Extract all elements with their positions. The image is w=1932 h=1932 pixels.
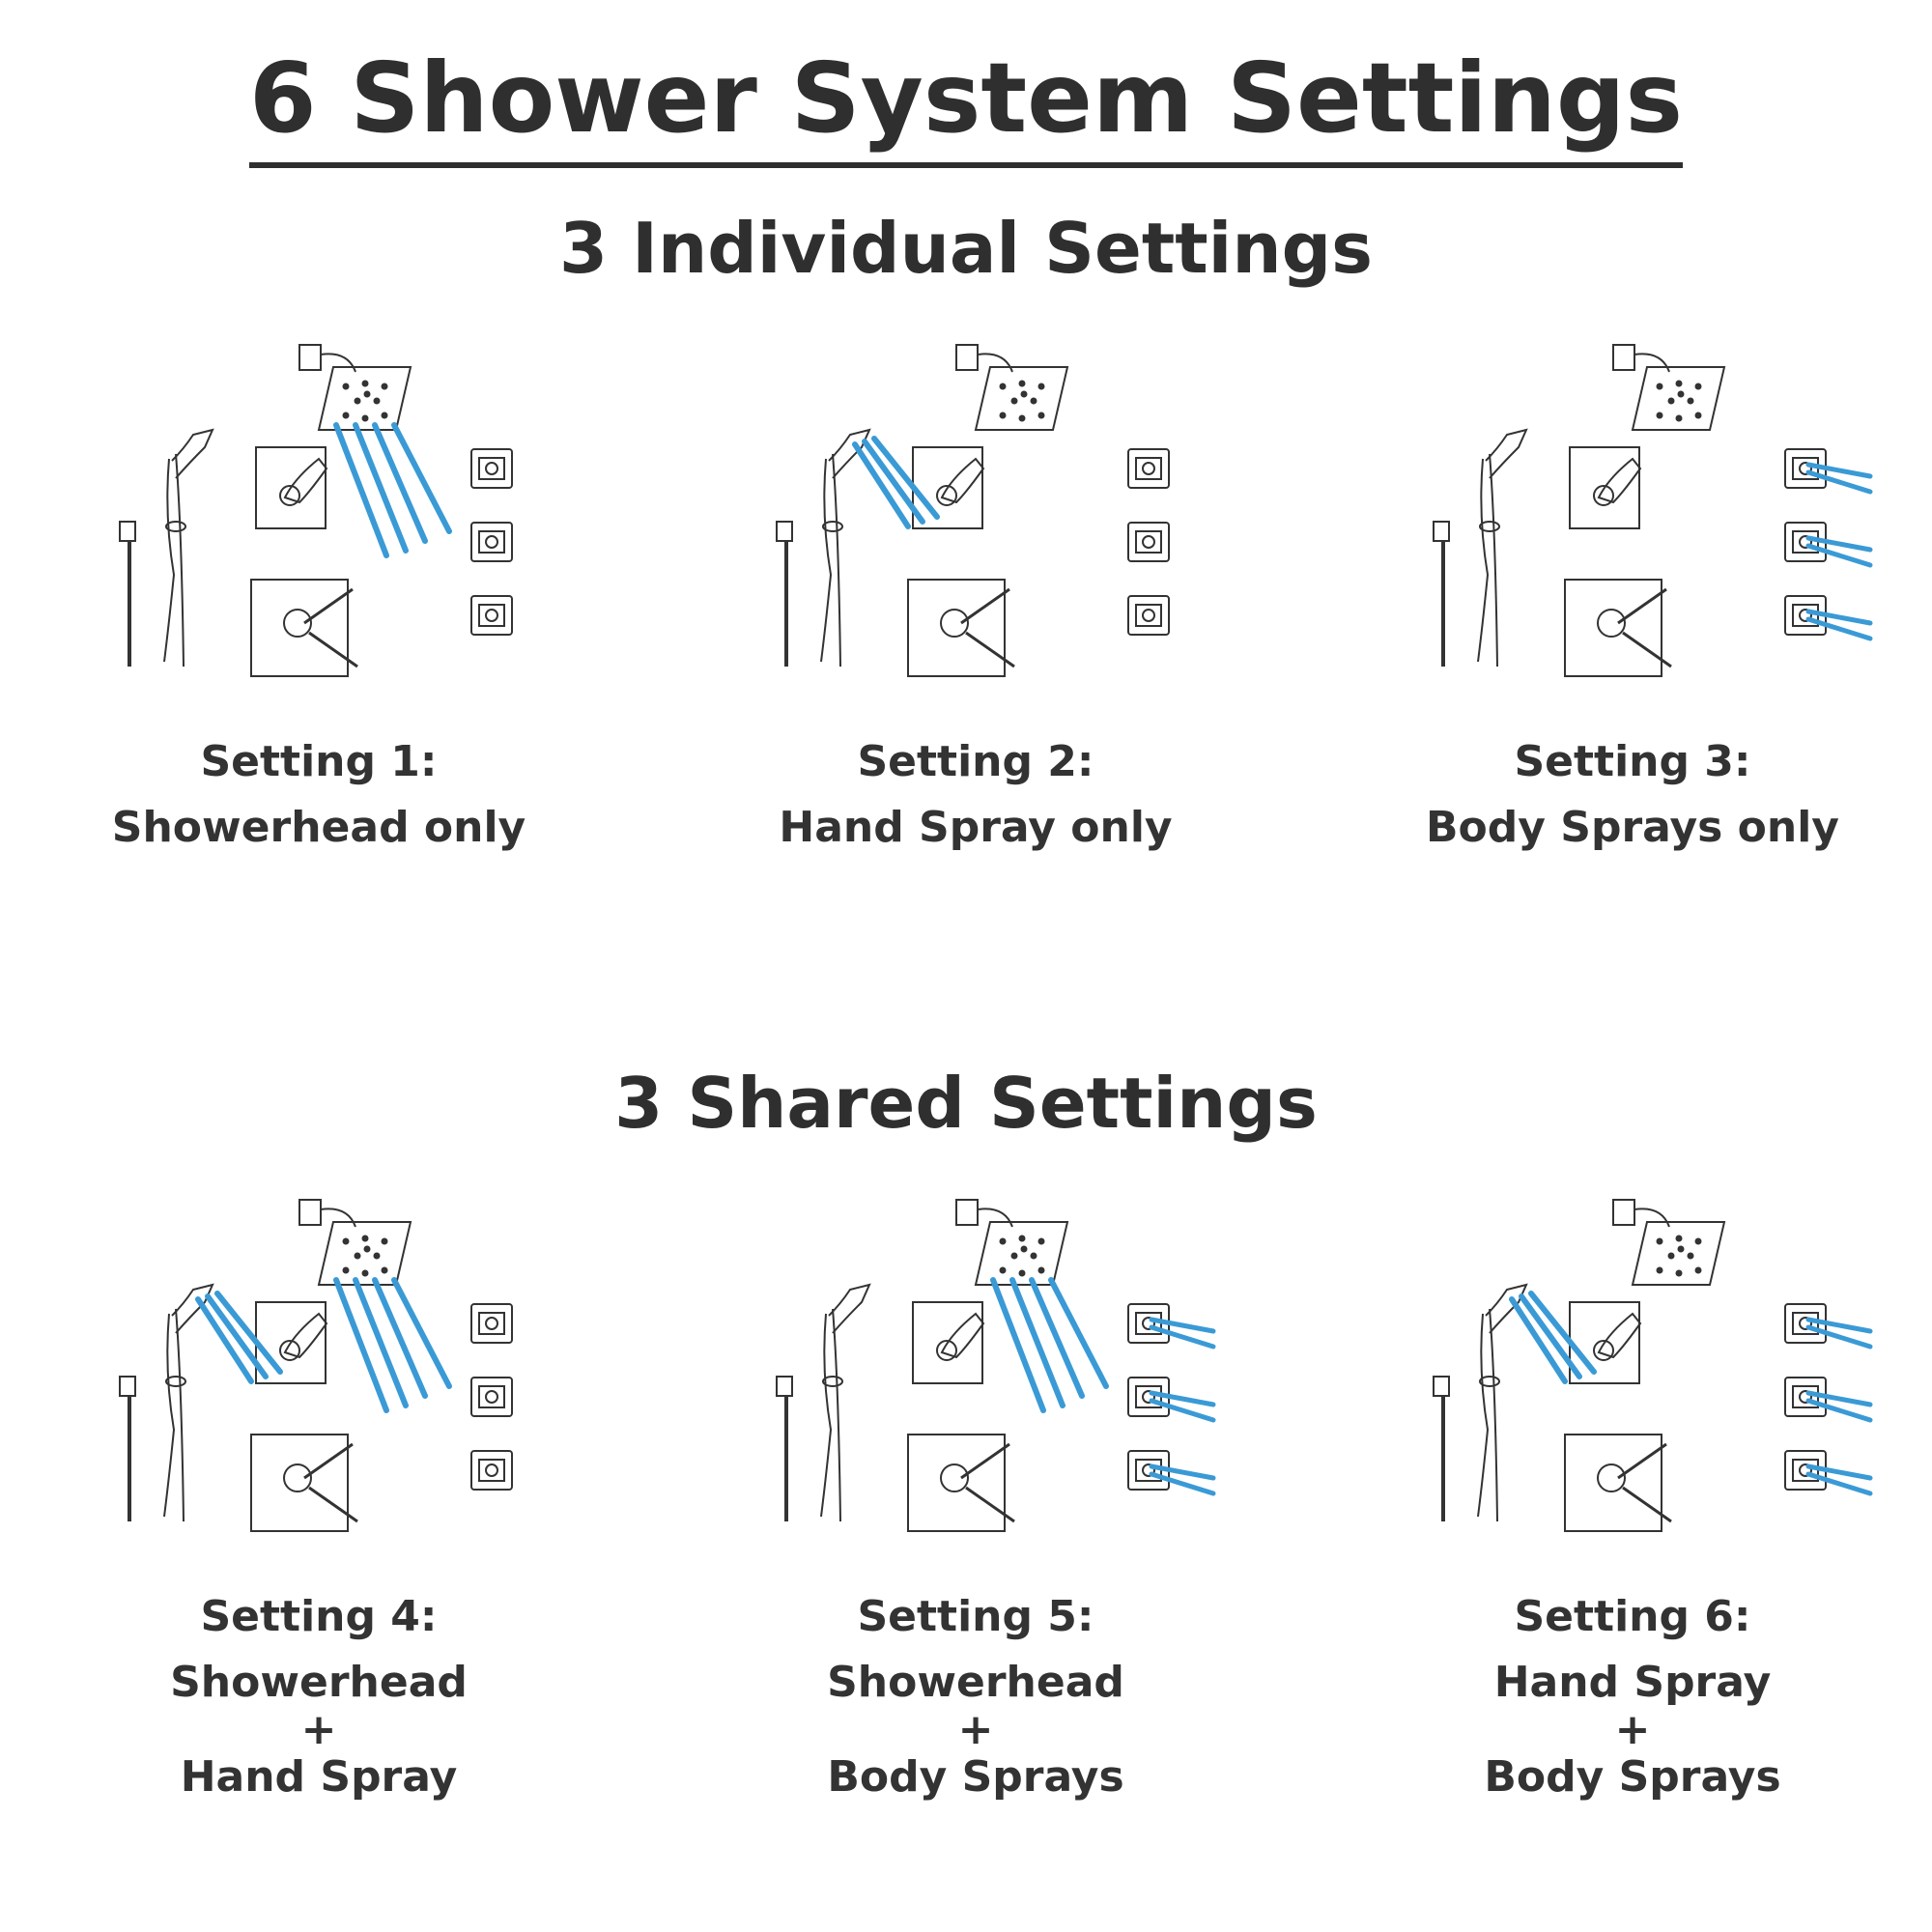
diverter-valve-icon — [907, 579, 1015, 677]
setting-5-line-1: Showerhead — [827, 1658, 1124, 1707]
volume-control-icon — [1569, 1301, 1642, 1384]
volume-control-icon — [255, 1301, 328, 1384]
hand-spray-icon — [776, 428, 871, 668]
hand-spray-icon — [119, 1283, 214, 1522]
setting-5-line-2: Body Sprays — [827, 1752, 1124, 1802]
hand-spray-icon — [1433, 1283, 1528, 1522]
setting-3-caption: Setting 3: Body Sprays only — [1362, 729, 1903, 861]
setting-4-diagram — [119, 1199, 513, 1532]
diverter-valve-icon — [1564, 1434, 1672, 1532]
body-spray-streams — [1805, 462, 1873, 641]
hand-spray-icon — [119, 428, 214, 668]
showerhead-icon — [298, 1199, 412, 1286]
showerhead-icon — [955, 344, 1069, 431]
setting-6-caption: Setting 6: Hand Spray + Body Sprays — [1362, 1584, 1903, 1810]
diverter-valve-icon — [907, 1434, 1015, 1532]
body-spray-icon — [470, 522, 513, 562]
setting-4-line-2: Hand Spray — [180, 1752, 458, 1802]
showerhead-spray-streams — [333, 1277, 452, 1413]
hand-spray-streams — [852, 436, 940, 529]
page-title: 6 Shower System Settings — [0, 41, 1932, 168]
showerhead-spray-streams — [333, 422, 452, 558]
hand-spray-streams — [195, 1291, 283, 1384]
setting-6-diagram — [1433, 1199, 1873, 1532]
diverter-valve-icon — [250, 1434, 358, 1532]
body-spray-icon — [1127, 522, 1170, 562]
showerhead-icon — [1612, 344, 1726, 431]
body-spray-streams — [1805, 1317, 1873, 1496]
showerhead-icon — [955, 1199, 1069, 1286]
setting-2-label: Setting 2: — [857, 737, 1094, 786]
diverter-valve-icon — [250, 579, 358, 677]
setting-1-line-1: Showerhead only — [111, 803, 526, 852]
volume-control-icon — [912, 1301, 985, 1384]
setting-6-line-1: Hand Spray — [1493, 1658, 1772, 1707]
section-title-shared: 3 Shared Settings — [614, 1063, 1318, 1144]
showerhead-icon — [298, 344, 412, 431]
diverter-valve-icon — [1564, 579, 1672, 677]
setting-3-label: Setting 3: — [1514, 737, 1751, 786]
setting-5-caption: Setting 5: Showerhead + Body Sprays — [705, 1584, 1246, 1810]
setting-1-diagram — [119, 344, 513, 677]
setting-2-line-1: Hand Spray only — [779, 803, 1173, 852]
body-spray-icon — [470, 1450, 513, 1491]
setting-2-diagram — [776, 344, 1170, 677]
volume-control-icon — [1569, 446, 1642, 529]
setting-4-line-1: Showerhead — [170, 1658, 468, 1707]
showerhead-spray-streams — [990, 1277, 1109, 1413]
volume-control-icon — [912, 446, 985, 529]
page-title-text: 6 Shower System Settings — [248, 41, 1684, 168]
body-spray-icon — [470, 448, 513, 489]
hand-spray-streams — [1509, 1291, 1597, 1384]
setting-1-label: Setting 1: — [200, 737, 438, 786]
setting-6-plus: + — [1614, 1705, 1651, 1754]
setting-5-plus: + — [957, 1705, 994, 1754]
setting-3-diagram — [1433, 344, 1873, 677]
hand-spray-icon — [1433, 428, 1528, 668]
setting-6-label: Setting 6: — [1514, 1592, 1751, 1641]
setting-4-plus: + — [300, 1705, 337, 1754]
body-spray-icon — [470, 1303, 513, 1344]
hand-spray-icon — [776, 1283, 871, 1522]
setting-3-line-1: Body Sprays only — [1426, 803, 1839, 852]
setting-6-line-2: Body Sprays — [1484, 1752, 1781, 1802]
body-spray-icon — [1127, 595, 1170, 636]
body-spray-icon — [470, 1377, 513, 1417]
body-spray-streams — [1149, 1317, 1216, 1496]
section-title-individual: 3 Individual Settings — [558, 208, 1374, 289]
setting-5-diagram — [776, 1199, 1216, 1532]
showerhead-icon — [1612, 1199, 1726, 1286]
setting-5-label: Setting 5: — [857, 1592, 1094, 1641]
setting-4-label: Setting 4: — [200, 1592, 438, 1641]
body-spray-icon — [1127, 448, 1170, 489]
setting-4-caption: Setting 4: Showerhead + Hand Spray — [48, 1584, 589, 1810]
setting-1-caption: Setting 1: Showerhead only — [48, 729, 589, 861]
body-spray-icon — [470, 595, 513, 636]
volume-control-icon — [255, 446, 328, 529]
setting-2-caption: Setting 2: Hand Spray only — [705, 729, 1246, 861]
